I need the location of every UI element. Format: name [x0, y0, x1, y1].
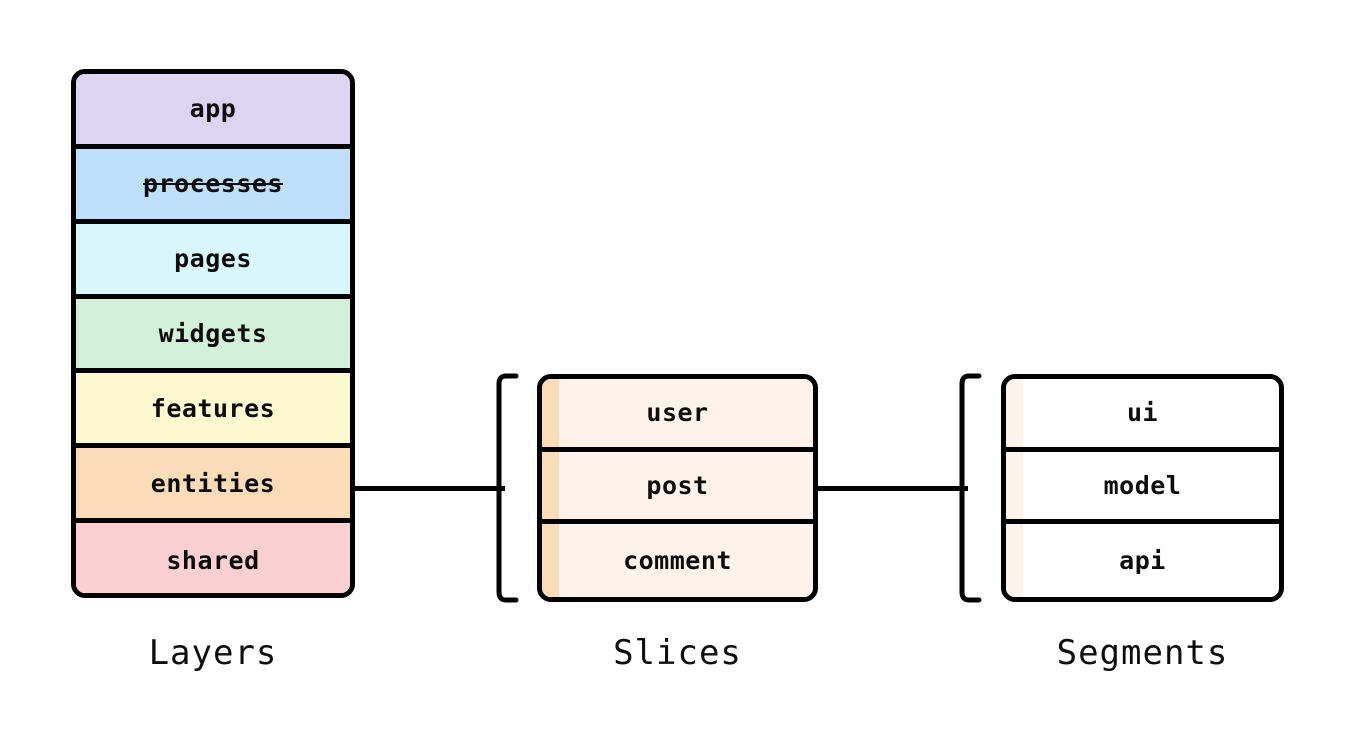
slices-bracket-icon: [494, 373, 520, 603]
slice-row-post[interactable]: post: [542, 451, 813, 525]
layer-label-app: app: [189, 94, 237, 124]
segment-accent-stripe: [1006, 524, 1023, 597]
segment-row-model[interactable]: model: [1006, 451, 1279, 525]
segments-stack: ui model api: [1001, 374, 1284, 602]
layer-label-pages: pages: [174, 244, 252, 274]
layer-row-widgets[interactable]: widgets: [76, 298, 350, 374]
slice-accent-stripe: [542, 451, 559, 520]
connector-slices-to-segments: [816, 486, 968, 491]
layer-label-processes: processes: [143, 169, 283, 199]
slice-row-user[interactable]: user: [542, 379, 813, 452]
segment-row-api[interactable]: api: [1006, 524, 1279, 597]
connector-layers-to-slices: [353, 486, 505, 491]
slice-row-comment[interactable]: comment: [542, 524, 813, 597]
slice-label-comment: comment: [623, 546, 732, 576]
segments-bracket-icon: [957, 373, 983, 603]
layer-label-entities: entities: [150, 468, 276, 498]
slice-label-post: post: [646, 470, 709, 500]
slices-stack: user post comment: [537, 374, 818, 602]
layer-row-pages[interactable]: pages: [76, 223, 350, 299]
layer-label-shared: shared: [166, 545, 260, 575]
segment-label-ui: ui: [1126, 398, 1159, 428]
layer-row-entities[interactable]: entities: [76, 448, 350, 524]
segment-accent-stripe: [1006, 451, 1023, 520]
slice-label-user: user: [646, 398, 709, 428]
layer-row-app[interactable]: app: [76, 74, 350, 149]
slice-accent-stripe: [542, 524, 559, 597]
layer-label-widgets: widgets: [158, 318, 268, 348]
caption-slices: Slices: [613, 633, 742, 673]
segment-label-model: model: [1103, 470, 1182, 500]
segment-row-ui[interactable]: ui: [1006, 379, 1279, 452]
caption-segments: Segments: [1056, 633, 1229, 673]
segment-label-api: api: [1119, 546, 1166, 576]
layer-row-shared[interactable]: shared: [76, 523, 350, 593]
caption-layers: Layers: [148, 633, 278, 673]
slice-accent-stripe: [542, 379, 559, 447]
segment-accent-stripe: [1006, 379, 1023, 447]
layer-row-processes[interactable]: processes: [76, 148, 350, 224]
layers-stack: app processes pages widgets features ent…: [71, 69, 355, 598]
layer-label-features: features: [150, 393, 276, 423]
layer-row-features[interactable]: features: [76, 373, 350, 449]
